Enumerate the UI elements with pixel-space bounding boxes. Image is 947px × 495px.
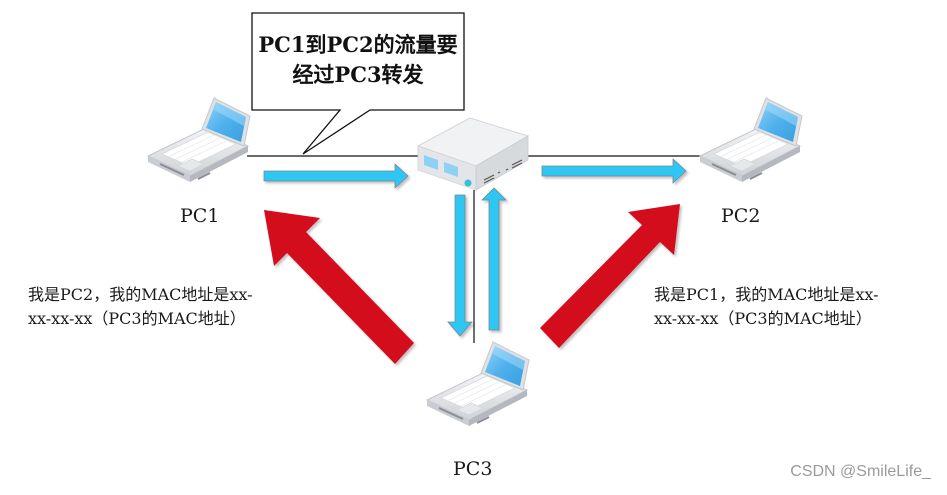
arrow-switch-to-pc2 <box>541 158 687 184</box>
watermark: CSDN @SmileLife_ <box>790 463 931 480</box>
pc1-laptop-icon <box>147 97 251 183</box>
traffic-arrows <box>263 158 687 337</box>
arrow-pc3-to-switch <box>481 187 507 331</box>
callout-line-1: PC1到PC2的流量要 <box>258 32 458 57</box>
callout-bubble <box>251 12 465 155</box>
note-right-line-1: 我是PC1，我的MAC地址是xx- <box>654 285 879 304</box>
callout-text: PC1到PC2的流量要 经过PC3转发 <box>252 30 464 90</box>
note-left-line-2: xx-xx-xx（PC3的MAC地址） <box>28 309 246 328</box>
pc1-label: PC1 <box>180 205 220 227</box>
switch-icon <box>416 117 530 191</box>
spoof-arrow-to-pc2 <box>540 204 680 348</box>
pc2-label: PC2 <box>721 205 761 227</box>
callout-line-2: 经过PC3转发 <box>292 62 424 87</box>
spoof-arrows <box>264 204 680 364</box>
note-right: 我是PC1，我的MAC地址是xx- xx-xx-xx（PC3的MAC地址） <box>654 283 879 331</box>
arrow-pc1-to-switch <box>263 163 409 189</box>
note-left-line-1: 我是PC2，我的MAC地址是xx- <box>28 285 253 304</box>
spoof-arrow-to-pc1 <box>264 210 414 364</box>
pc3-label: PC3 <box>453 458 493 480</box>
pc2-laptop-icon <box>699 97 803 183</box>
note-right-line-2: xx-xx-xx（PC3的MAC地址） <box>654 309 872 328</box>
arrow-switch-to-pc3 <box>447 194 473 337</box>
pc3-laptop-icon <box>426 341 530 427</box>
note-left: 我是PC2，我的MAC地址是xx- xx-xx-xx（PC3的MAC地址） <box>28 283 253 331</box>
